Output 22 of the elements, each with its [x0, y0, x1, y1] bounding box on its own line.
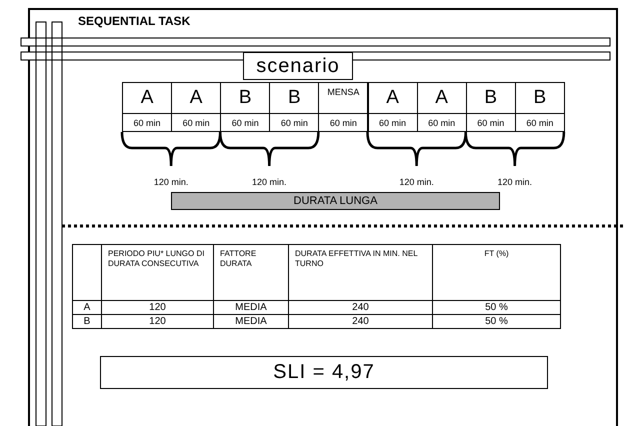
- duration-label: 120 min.: [251, 177, 288, 187]
- slide-title: SEQUENTIAL TASK: [78, 14, 190, 28]
- table-cell: 50 %: [432, 314, 561, 329]
- table-cell: MEDIA: [213, 314, 289, 329]
- duration-label: 120 min.: [496, 177, 534, 187]
- scenario-box: scenario: [243, 52, 353, 80]
- table-cell: B: [72, 314, 102, 329]
- duration-cell: 60 min: [122, 113, 172, 132]
- task-cell: MENSA: [318, 82, 368, 114]
- duration-label: 120 min.: [398, 177, 435, 187]
- header-cell: FT (%): [432, 244, 561, 301]
- duration-bar: DURATA LUNGA: [171, 192, 500, 210]
- duration-cell: 60 min: [368, 113, 418, 132]
- table-cell: 240: [288, 314, 433, 329]
- table-cell: 120: [101, 314, 214, 329]
- duration-label: 120 min.: [152, 177, 190, 187]
- task-cell: B: [514, 82, 565, 114]
- result-box: SLI = 4,97: [100, 356, 548, 389]
- task-cell: A: [122, 82, 172, 114]
- duration-cell: 60 min: [514, 113, 565, 132]
- duration-cell: 60 min: [318, 113, 368, 132]
- task-cell: A: [368, 82, 418, 114]
